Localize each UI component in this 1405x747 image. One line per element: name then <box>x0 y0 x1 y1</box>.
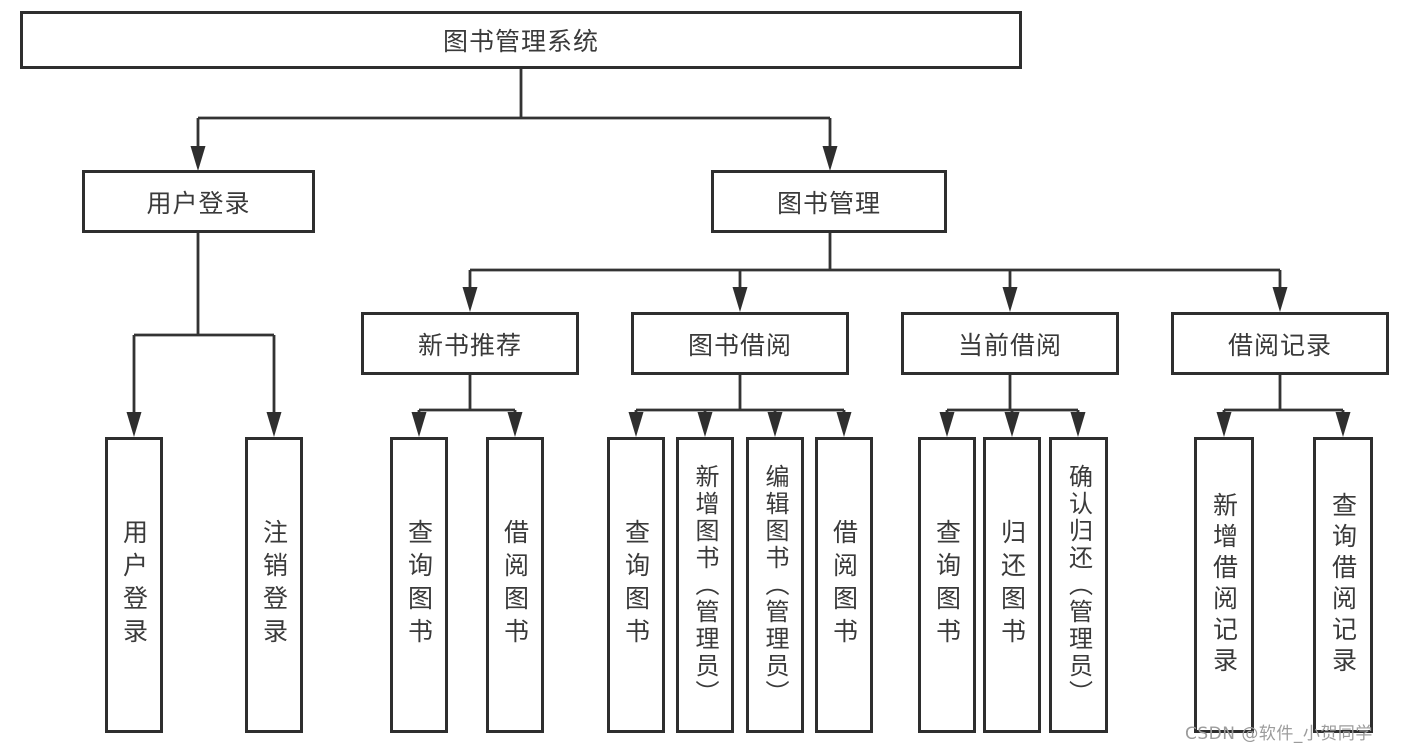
node-user-login: 用户登录 <box>82 170 315 233</box>
branch-borrow-records <box>1222 375 1345 414</box>
node-leaf-confirm-return-admin: 确认归还（管理员） <box>1049 437 1108 733</box>
branch-current-borrow <box>945 375 1080 414</box>
node-book-management: 图书管理 <box>711 170 947 233</box>
node-leaf-edit-books-admin: 编辑图书（管理员） <box>746 437 804 733</box>
node-leaf-query-books-bb: 查询图书 <box>607 437 665 733</box>
node-leaf-logout: 注销登录 <box>245 437 303 733</box>
node-leaf-user-login: 用户登录 <box>105 437 163 733</box>
csdn-watermark: CSDN @软件_小贺同学 <box>1185 724 1373 744</box>
branch-user-login <box>132 233 276 414</box>
node-book-borrowing: 图书借阅 <box>631 312 849 375</box>
node-leaf-borrow-books-bb: 借阅图书 <box>815 437 873 733</box>
node-leaf-return-books: 归还图书 <box>983 437 1041 733</box>
node-current-borrowing: 当前借阅 <box>901 312 1119 375</box>
node-leaf-query-books-cb: 查询图书 <box>918 437 976 733</box>
node-root: 图书管理系统 <box>20 11 1022 69</box>
node-leaf-add-borrow-record: 新增借阅记录 <box>1194 437 1254 733</box>
node-leaf-query-books-rec: 查询图书 <box>390 437 448 733</box>
node-new-book-recommendation: 新书推荐 <box>361 312 579 375</box>
node-leaf-add-books-admin: 新增图书（管理员） <box>676 437 734 733</box>
node-leaf-query-borrow-record: 查询借阅记录 <box>1313 437 1373 733</box>
node-borrowing-records: 借阅记录 <box>1171 312 1389 375</box>
node-leaf-borrow-books-rec: 借阅图书 <box>486 437 544 733</box>
branch-book-mgmt <box>468 233 1282 289</box>
branch-book-borrow <box>634 375 846 414</box>
branch-new-book-rec <box>417 375 517 414</box>
branch-root <box>196 68 832 148</box>
